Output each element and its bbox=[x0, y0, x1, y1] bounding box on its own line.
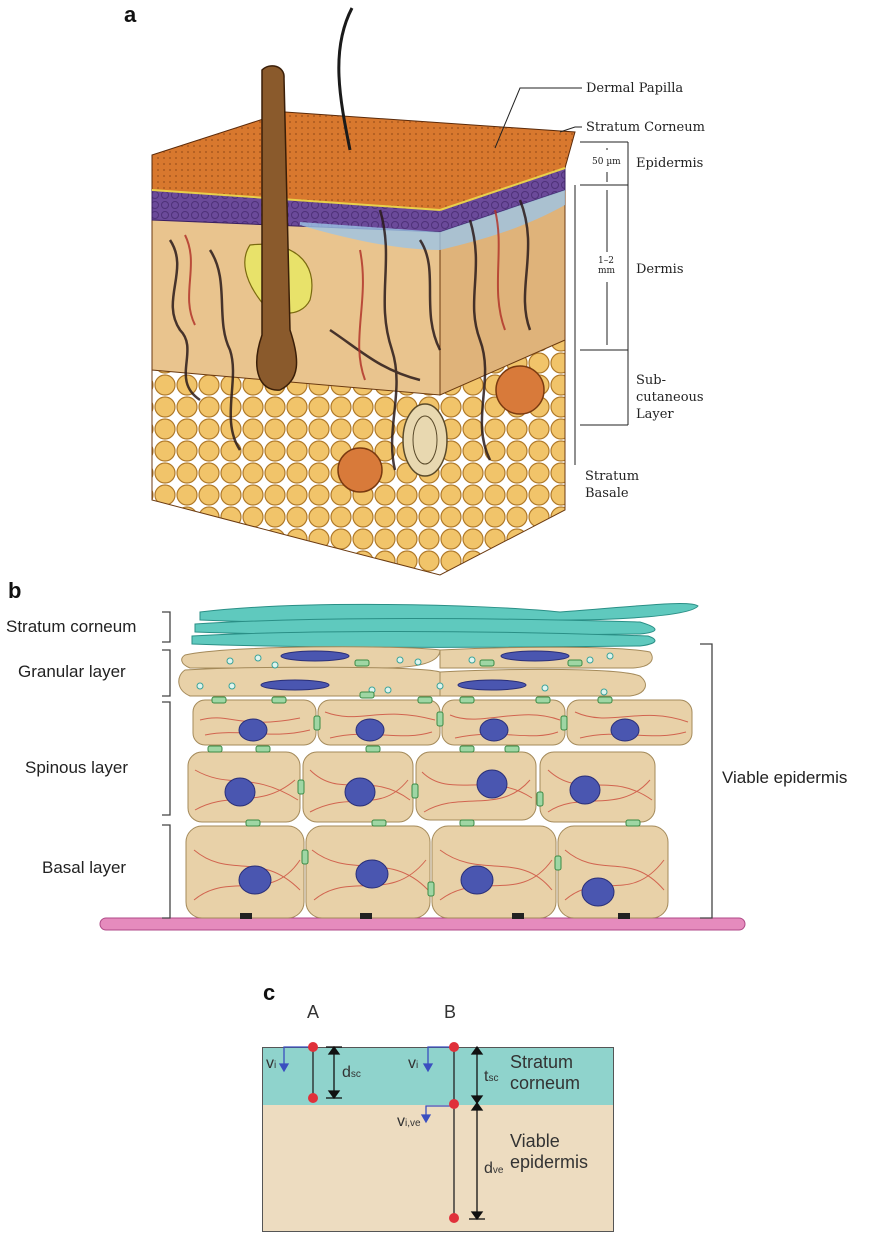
symbol-t-sc: tsc bbox=[484, 1068, 498, 1086]
symbol-d-ve: dve bbox=[484, 1160, 503, 1178]
label-stratum-corneum-c-2: corneum bbox=[510, 1073, 580, 1094]
symbol-d-sc: dsc bbox=[342, 1064, 361, 1082]
label-stratum-corneum-c-1: Stratum bbox=[510, 1052, 573, 1073]
symbol-vi-b: vi bbox=[408, 1055, 418, 1073]
symbol-vi-a: vi bbox=[266, 1055, 276, 1073]
symbol-vi-ve: vi,ve bbox=[397, 1113, 421, 1131]
label-viable-epidermis-c-1: Viable bbox=[510, 1131, 560, 1152]
label-viable-epidermis-c-2: epidermis bbox=[510, 1152, 588, 1173]
